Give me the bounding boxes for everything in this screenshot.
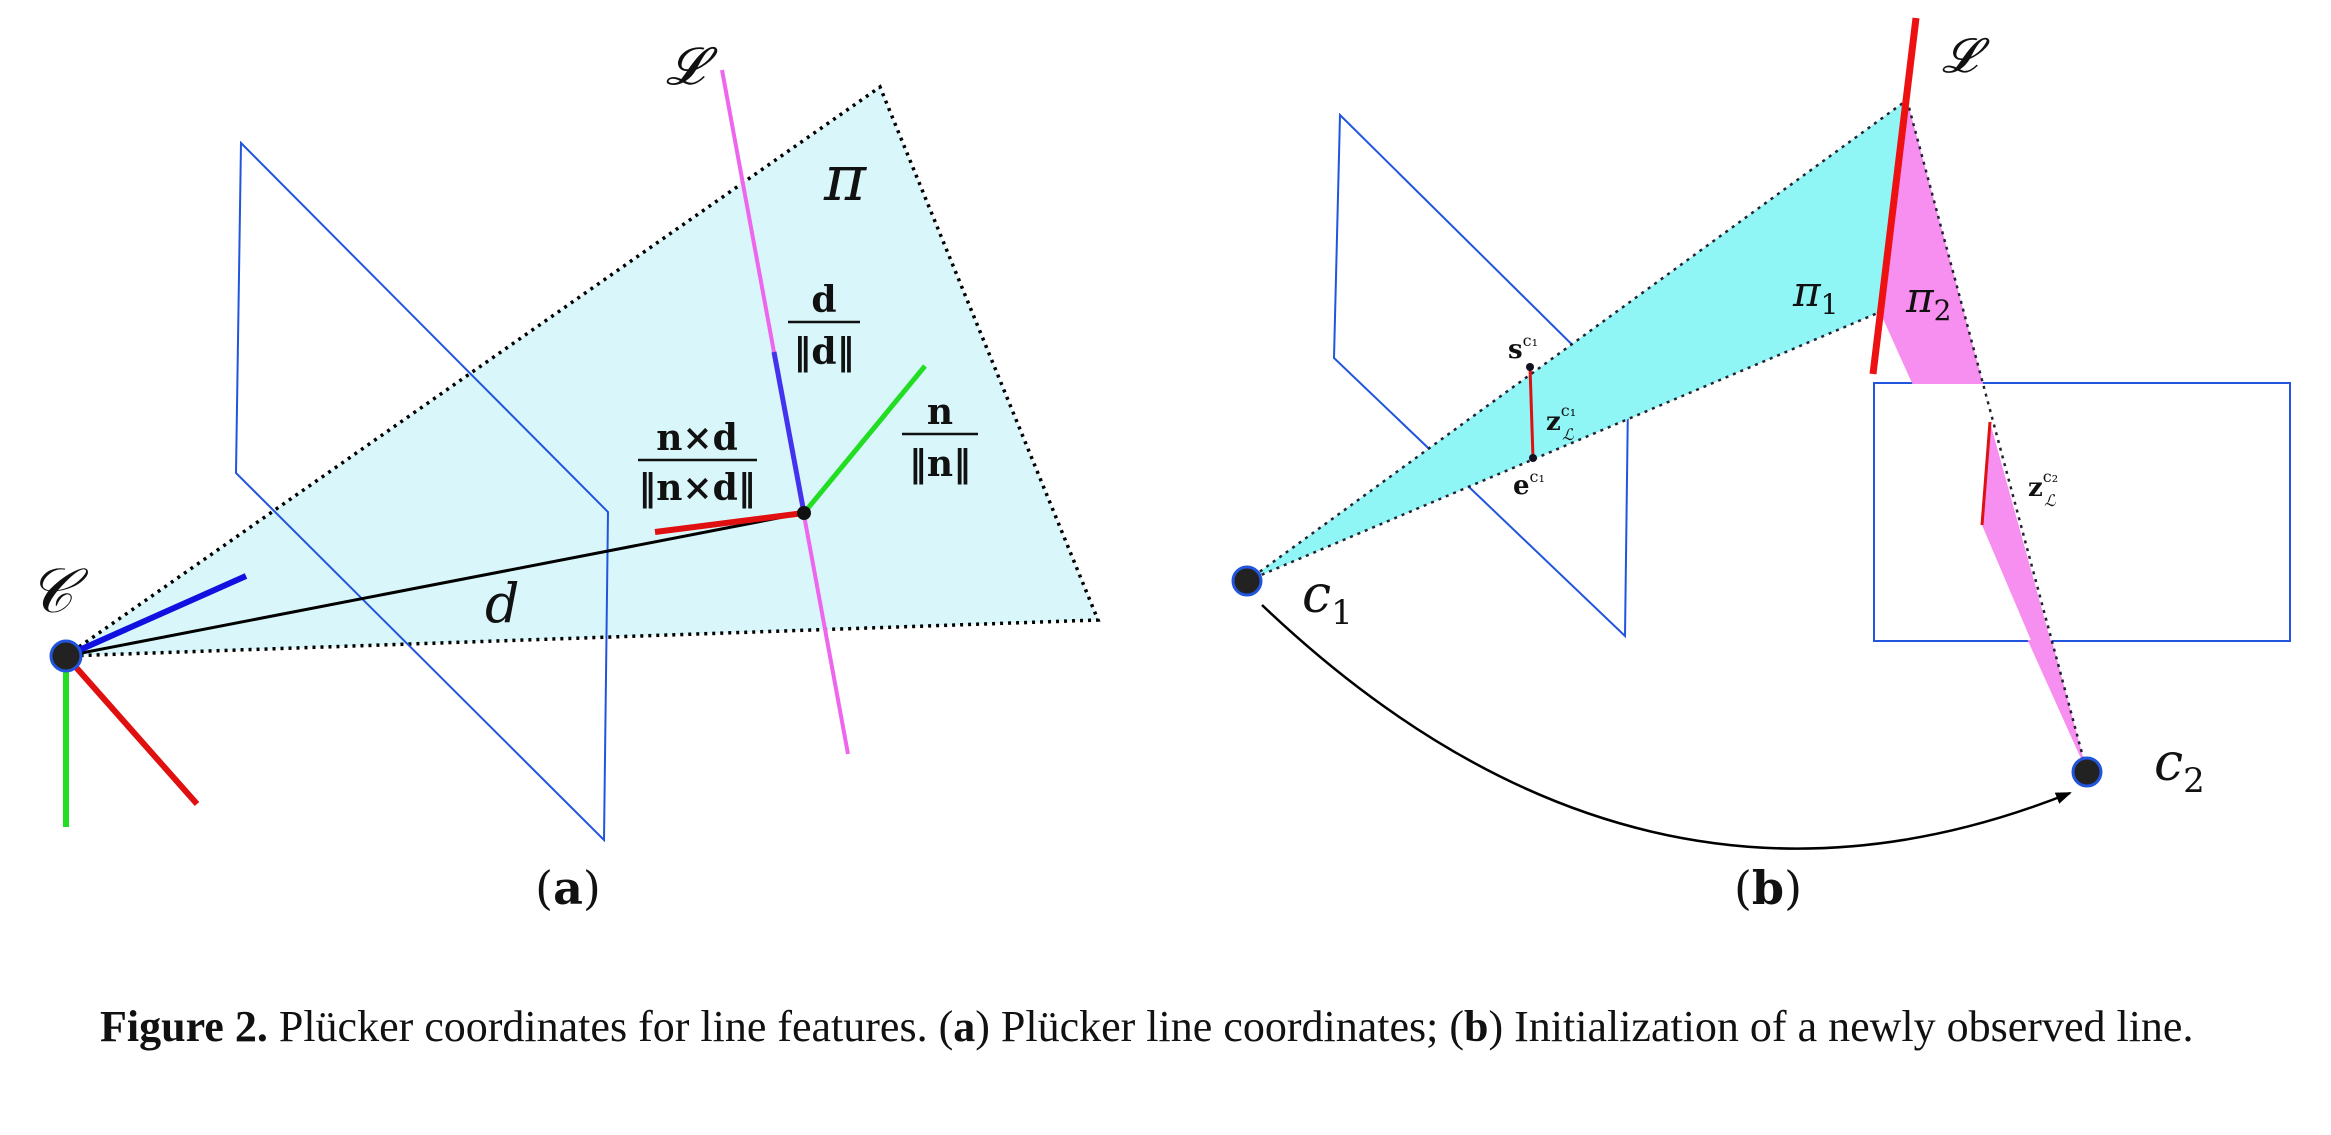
caption-figure-label: Figure 2. [100, 1002, 268, 1051]
c1-label: c1 [1302, 565, 1353, 633]
camera-axis-red [63, 654, 200, 806]
camera-center-c2 [2071, 756, 2103, 788]
dir-fraction-num: d [811, 279, 836, 321]
z2-observation [1980, 421, 1992, 526]
image-plane-1 [1332, 112, 1630, 639]
pi1-dotted-edge-top [1246, 98, 1908, 583]
normal-vector [802, 364, 927, 515]
c2-label: c2 [2154, 733, 2205, 801]
normal-fraction-num: n [927, 391, 953, 433]
pi2-label: π2 [1905, 273, 1951, 327]
camera-motion-arc [1261, 604, 2072, 850]
panel-b-label: (b) [1734, 861, 1802, 915]
e-endpoint [1529, 454, 1537, 462]
dir-fraction-den: ‖d‖ [793, 331, 854, 373]
distance-segment [65, 511, 805, 658]
camera-center-c1 [1231, 565, 1263, 597]
plane-pi2-projection [1982, 422, 2087, 772]
plane-pi [66, 87, 1098, 656]
line-label-b: 𝓛 [1942, 28, 1990, 84]
plane-label-pi: π [823, 142, 867, 216]
image-plane-a [234, 140, 610, 843]
s-label: sc₁ [1508, 331, 1538, 365]
caption-text-2: ) Plücker line coordinates; ( [975, 1002, 1464, 1051]
cross-vector [654, 510, 805, 535]
normal-fraction-den: ‖n‖ [909, 443, 971, 485]
cross-fraction-num: n×d [656, 417, 738, 459]
caption-text-1: Plücker coordinates for line features. ( [267, 1002, 954, 1051]
s-endpoint [1526, 363, 1534, 371]
direction-vector [771, 351, 807, 514]
caption-text-3: ) Initialization of a newly observed lin… [1488, 1002, 2194, 1051]
panel-a: 𝓛 𝒞 π d d ‖d‖ n ‖n‖ n×d ‖n×d‖ (a) [28, 37, 1101, 915]
camera-axis-blue [64, 573, 248, 659]
pi1-dotted-edge-bottom [1246, 310, 1881, 583]
line-label-a: 𝓛 [666, 37, 718, 97]
caption-a: a [953, 1002, 976, 1051]
foot-point [797, 506, 811, 520]
e-label: ec₁ [1513, 467, 1545, 501]
cross-fraction-den: ‖n×d‖ [638, 467, 756, 509]
line-l-b [1869, 17, 1920, 375]
pi1-label: π1 [1792, 267, 1838, 321]
camera-label-a: 𝒞 [28, 554, 89, 627]
panel-a-label: (a) [535, 861, 601, 915]
pi2-mask [1875, 384, 2289, 640]
camera-center-a [49, 639, 83, 673]
caption-b: b [1463, 1002, 1489, 1051]
plane-pi-dotted-edge [64, 84, 1101, 658]
z1-observation [1528, 366, 1535, 459]
figure-caption: Figure 2. Plücker coordinates for line f… [100, 995, 2280, 1059]
distance-label: d [485, 572, 520, 635]
